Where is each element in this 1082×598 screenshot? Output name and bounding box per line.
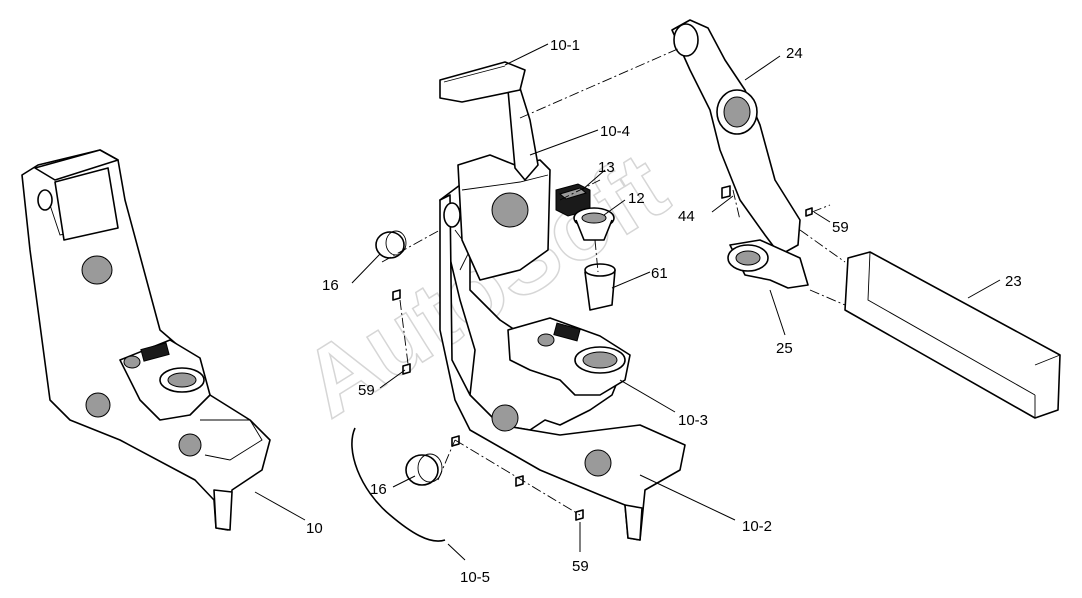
- label-10: 10: [306, 520, 323, 537]
- label-59-mid: 59: [358, 382, 375, 399]
- upper-trim-10-4: [457, 87, 551, 281]
- label-24: 24: [786, 45, 803, 62]
- label-44: 44: [678, 208, 695, 225]
- label-25: 25: [776, 340, 793, 357]
- console-body-10-2: [439, 184, 686, 541]
- screws-59: [392, 207, 813, 521]
- assembled-console: [21, 149, 271, 531]
- label-16-top: 16: [322, 277, 339, 294]
- label-12: 12: [628, 190, 645, 207]
- cup-holder-61: [584, 263, 616, 311]
- clip-44: [721, 185, 731, 199]
- label-61: 61: [651, 265, 668, 282]
- air-duct-23: [844, 251, 1061, 419]
- label-10-2: 10-2: [742, 518, 772, 535]
- air-duct-25: [727, 239, 809, 289]
- label-59-bottom: 59: [572, 558, 589, 575]
- plug-16-top: [375, 230, 407, 259]
- label-10-1: 10-1: [550, 37, 580, 54]
- label-10-3: 10-3: [678, 412, 708, 429]
- label-23: 23: [1005, 273, 1022, 290]
- leader-lines: [254, 43, 1001, 561]
- label-16-bottom: 16: [370, 481, 387, 498]
- callout-labels: 10-1 10-4 13 12 44 61 24 59 23 25 16 59 …: [306, 37, 1022, 586]
- label-59-right: 59: [832, 219, 849, 236]
- assembly-lines: [381, 47, 846, 516]
- socket-12: [573, 207, 615, 241]
- cap-10-1: [439, 61, 526, 103]
- plug-16-bottom: [405, 453, 443, 486]
- label-13: 13: [598, 159, 615, 176]
- label-10-4: 10-4: [600, 123, 630, 140]
- air-duct-24: [671, 19, 801, 256]
- label-10-5: 10-5: [460, 569, 490, 586]
